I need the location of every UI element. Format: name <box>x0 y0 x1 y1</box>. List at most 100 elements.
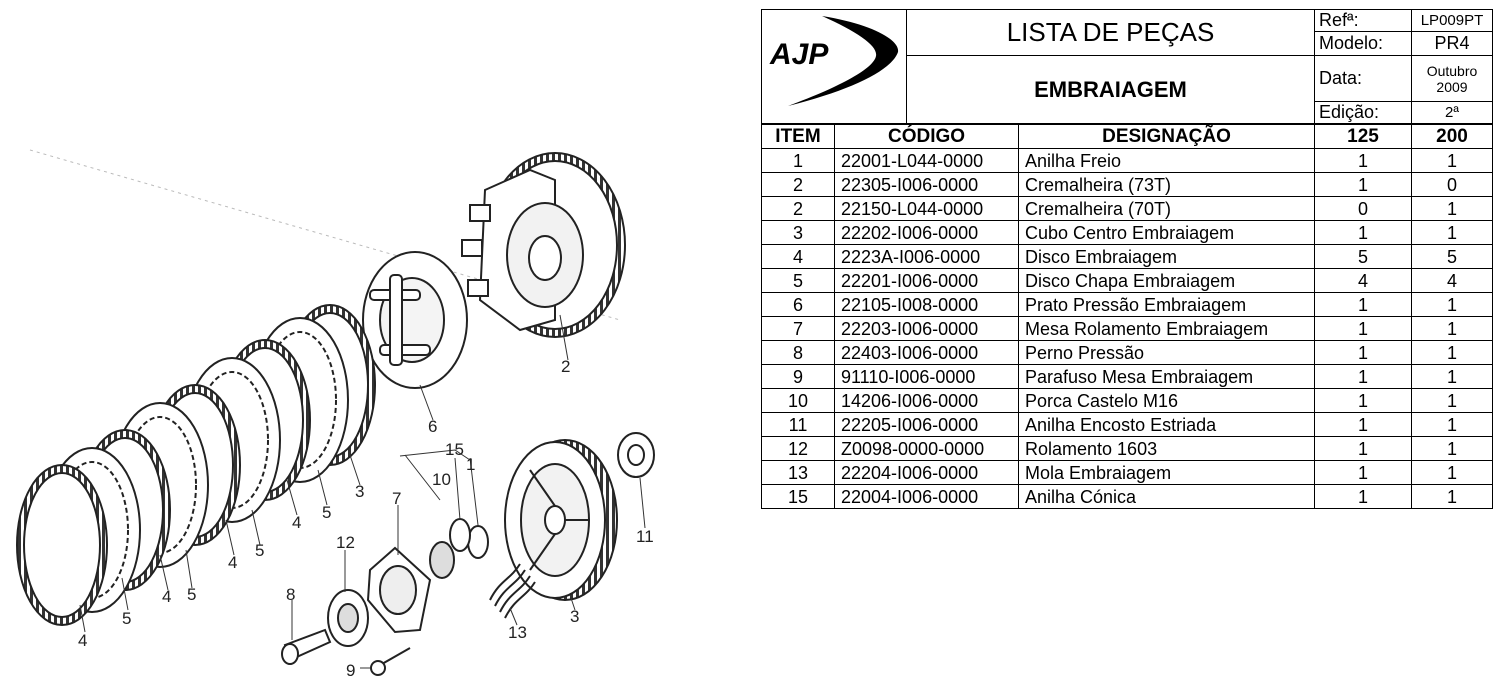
callout-4c: 4 <box>228 553 237 572</box>
ref-label: Refª: <box>1314 9 1412 32</box>
item-cell: 2 <box>761 196 835 221</box>
bearing-part <box>327 589 369 647</box>
item-cell: 15 <box>761 484 835 509</box>
callout-9: 9 <box>346 661 355 680</box>
qty-200-cell: 1 <box>1411 196 1493 221</box>
col-header-item: ITEM <box>761 124 835 149</box>
callout-5a: 5 <box>322 503 331 522</box>
callout-13: 13 <box>508 623 527 642</box>
code-cell: 22004-I006-0000 <box>834 484 1019 509</box>
code-cell: 22150-L044-0000 <box>834 196 1019 221</box>
qty-200-cell: 1 <box>1411 412 1493 437</box>
code-cell: 22305-I006-0000 <box>834 172 1019 197</box>
qty-200-cell: 4 <box>1411 268 1493 293</box>
qty-125-cell: 0 <box>1314 196 1412 221</box>
item-cell: 4 <box>761 244 835 269</box>
code-cell: 22001-L044-0000 <box>834 148 1019 173</box>
code-cell: 22204-I006-0000 <box>834 460 1019 485</box>
table-screw-part <box>370 647 411 676</box>
qty-125-cell: 1 <box>1314 484 1412 509</box>
parts-list-header: AJP LISTA DE PEÇAS Refª: LP009PT Modelo:… <box>761 9 1493 124</box>
date-value: Outubro 2009 <box>1411 55 1493 102</box>
qty-200-cell: 0 <box>1411 172 1493 197</box>
callout-1: 1 <box>466 455 475 474</box>
pressure-plate-part <box>362 251 468 389</box>
code-cell: 22403-I006-0000 <box>834 340 1019 365</box>
designation-cell: Anilha Cónica <box>1018 484 1315 509</box>
callout-5c: 5 <box>187 585 196 604</box>
callout-8: 8 <box>286 585 295 604</box>
splined-washer-part <box>617 432 655 478</box>
qty-200-cell: 1 <box>1411 148 1493 173</box>
designation-cell: Anilha Encosto Estriada <box>1018 412 1315 437</box>
code-cell: 91110-I006-0000 <box>834 364 1019 389</box>
bearing-table-part <box>366 546 432 634</box>
col-header-125: 125 <box>1314 124 1412 149</box>
small-washers-part <box>429 518 489 579</box>
designation-cell: Disco Chapa Embraiagem <box>1018 268 1315 293</box>
callout-7: 7 <box>392 489 401 508</box>
item-cell: 8 <box>761 340 835 365</box>
qty-125-cell: 1 <box>1314 412 1412 437</box>
model-value: PR4 <box>1411 31 1493 56</box>
clutch-disc-stack <box>16 304 376 626</box>
ajp-logo: AJP <box>761 9 907 124</box>
edition-value: 2ª <box>1411 101 1493 124</box>
callout-labels: 2 6 3 5 4 5 4 5 4 5 4 3 3 11 13 7 12 8 9… <box>78 357 654 680</box>
qty-125-cell: 1 <box>1314 436 1412 461</box>
date-year: 2009 <box>1436 78 1468 95</box>
qty-125-cell: 1 <box>1314 172 1412 197</box>
callout-4e: 4 <box>78 631 87 650</box>
item-cell: 10 <box>761 388 835 413</box>
callout-4b: 4 <box>292 513 301 532</box>
item-cell: 5 <box>761 268 835 293</box>
callout-6: 6 <box>428 417 437 436</box>
leader-lines <box>79 314 646 669</box>
clutch-exploded-diagram: 2 6 3 5 4 5 4 5 4 5 4 3 3 11 13 7 12 8 9… <box>16 149 655 680</box>
qty-125-cell: 1 <box>1314 460 1412 485</box>
callout-2: 2 <box>561 357 570 376</box>
qty-125-cell: 1 <box>1314 340 1412 365</box>
item-cell: 7 <box>761 316 835 341</box>
qty-200-cell: 1 <box>1411 460 1493 485</box>
model-label: Modelo: <box>1314 31 1412 56</box>
item-cell: 13 <box>761 460 835 485</box>
clutch-center-hub-part <box>504 439 618 601</box>
item-cell: 9 <box>761 364 835 389</box>
callout-4a: 3 <box>355 482 364 501</box>
qty-125-cell: 1 <box>1314 148 1412 173</box>
section-subtitle: EMBRAIAGEM <box>906 55 1315 124</box>
col-header-200: 200 <box>1411 124 1493 149</box>
date-label: Data: <box>1314 55 1412 102</box>
item-cell: 3 <box>761 220 835 245</box>
qty-200-cell: 1 <box>1411 220 1493 245</box>
callout-4d: 4 <box>162 587 171 606</box>
qty-200-cell: 1 <box>1411 436 1493 461</box>
ajp-logo-swoosh: AJP <box>769 16 899 106</box>
qty-200-cell: 1 <box>1411 364 1493 389</box>
designation-cell: Perno Pressão <box>1018 340 1315 365</box>
col-header-designation: DESIGNAÇÃO <box>1018 124 1315 149</box>
item-cell: 1 <box>761 148 835 173</box>
code-cell: 22202-I006-0000 <box>834 220 1019 245</box>
callout-11: 11 <box>636 527 654 546</box>
code-cell: 22105-I008-0000 <box>834 292 1019 317</box>
qty-125-cell: 4 <box>1314 268 1412 293</box>
qty-125-cell: 1 <box>1314 292 1412 317</box>
logo-text: AJP <box>769 38 829 71</box>
designation-cell: Cubo Centro Embraiagem <box>1018 220 1315 245</box>
designation-cell: Mesa Rolamento Embraiagem <box>1018 316 1315 341</box>
qty-125-cell: 5 <box>1314 244 1412 269</box>
callout-10: 10 <box>432 470 451 489</box>
